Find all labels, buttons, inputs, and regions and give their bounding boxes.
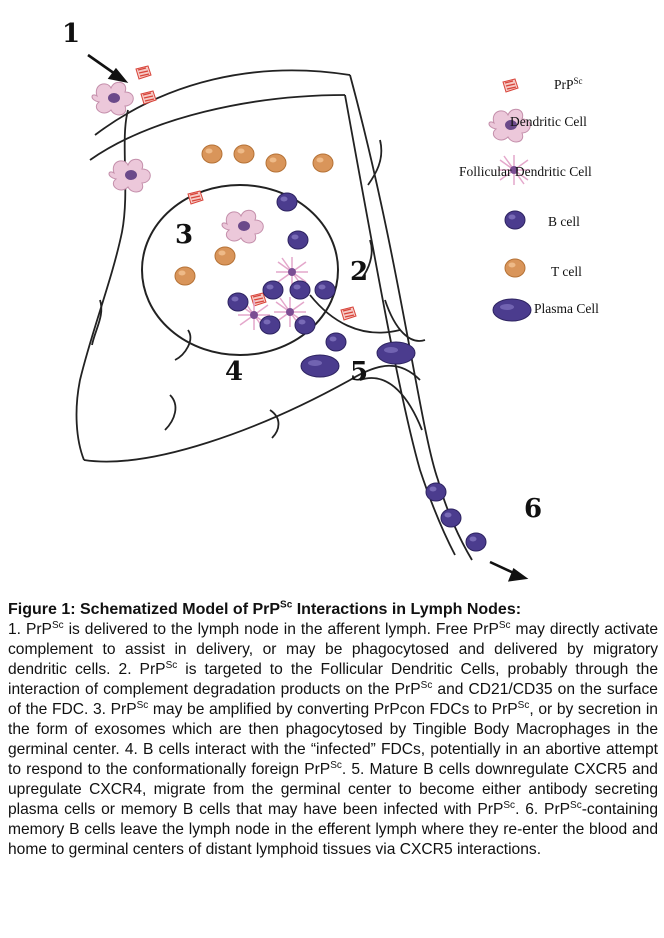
t-cell: [174, 266, 196, 286]
b-cell: [289, 280, 311, 300]
legend-prpsc-icon: [502, 78, 519, 93]
legend-bcell-label: B cell: [548, 214, 580, 229]
step-6-label: 6: [524, 494, 542, 524]
legend-plasma-label: Plasma Cell: [534, 301, 599, 316]
lymph-node-diagram: 1 2 3 4 5 6 PrPSc Dendritic Cell Follicu…: [62, 19, 599, 582]
b-cell: [440, 508, 462, 528]
t-cell: [233, 144, 255, 164]
caption-title: Figure 1: Schematized Model of PrPSc Int…: [8, 599, 522, 618]
prion: [340, 306, 357, 321]
germinal-center: [141, 184, 339, 356]
legend-dendritic-label: Dendritic Cell: [510, 114, 587, 129]
legend-tcell-icon: [504, 258, 526, 278]
b-cell: [294, 315, 316, 335]
legend-prpsc-base: PrP: [554, 77, 574, 92]
t-cell: [265, 153, 287, 173]
legend-prpsc-sup: Sc: [574, 76, 583, 86]
b-cell: [227, 292, 249, 312]
prion: [140, 90, 157, 105]
t-cell: [214, 246, 236, 266]
prion: [135, 65, 152, 80]
step-1-label: 1: [62, 19, 80, 49]
legend-plasma-icon: [492, 298, 532, 322]
dendritic-cell: [108, 158, 151, 193]
caption-body: 1. PrPSc is delivered to the lymph node …: [8, 619, 659, 858]
arrow-in: [87, 53, 129, 83]
arrow-out: [489, 560, 529, 582]
b-cell: [425, 482, 447, 502]
t-cell: [201, 144, 223, 164]
b-cell: [287, 230, 309, 250]
dendritic-cell: [221, 209, 264, 244]
legend-tcell-label: T cell: [551, 264, 582, 279]
b-cell: [325, 332, 347, 352]
t-cell: [312, 153, 334, 173]
step-5-label: 5: [350, 357, 368, 387]
plasma-cell: [376, 341, 416, 365]
plasma-cell: [300, 354, 340, 378]
step-2-label: 2: [350, 257, 368, 287]
step-4-label: 4: [225, 357, 243, 387]
legend-bcell-icon: [504, 210, 526, 230]
legend: PrPSc Dendritic Cell Follicular Dendriti…: [459, 76, 599, 322]
step-3-label: 3: [175, 220, 193, 250]
legend-prpsc-label: PrPSc: [554, 76, 583, 92]
b-cell: [259, 315, 281, 335]
figure-caption: Figure 1: Schematized Model of PrPSc Int…: [8, 600, 658, 860]
b-cell: [276, 192, 298, 212]
legend-fdc-label: Follicular Dendritic Cell: [459, 164, 592, 179]
b-cell: [262, 280, 284, 300]
b-cell: [314, 280, 336, 300]
b-cell: [465, 532, 487, 552]
lymph-node-outline: [75, 69, 473, 561]
prion: [187, 190, 204, 205]
